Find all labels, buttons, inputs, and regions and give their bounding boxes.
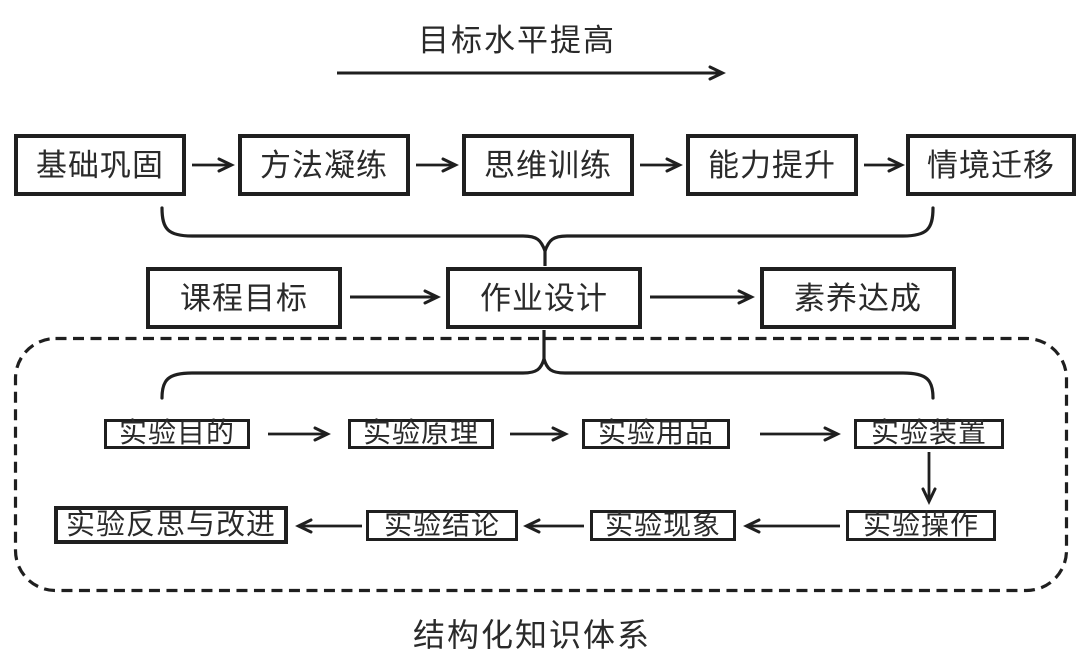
flow-box-curriculum-goal: 课程目标 <box>146 267 342 329</box>
flow-box-transfer: 情境迁移 <box>906 134 1076 196</box>
exp-box-reflection-improvement: 实验反思与改进 <box>54 506 288 544</box>
flow-box-homework-design: 作业设计 <box>446 267 642 329</box>
flow-box-thinking: 思维训练 <box>462 134 634 196</box>
exp-box-supplies: 实验用品 <box>582 419 730 449</box>
exp-box-phenomenon: 实验现象 <box>590 510 736 541</box>
experiment-container-border <box>13 336 1069 593</box>
goal-level-caption: 目标水平提高 <box>418 23 616 58</box>
flow-box-foundation: 基础巩固 <box>14 134 186 196</box>
structured-knowledge-caption: 结构化知识体系 <box>412 617 651 653</box>
exp-box-conclusion: 实验结论 <box>366 510 518 541</box>
flow-box-method: 方法凝练 <box>238 134 410 196</box>
flow-box-literacy-achievement: 素养达成 <box>760 267 956 329</box>
exp-box-purpose: 实验目的 <box>104 419 250 449</box>
distribute-bracket <box>160 353 935 400</box>
exp-box-operation: 实验操作 <box>846 510 996 541</box>
exp-box-principle: 实验原理 <box>348 419 494 449</box>
flow-box-ability: 能力提升 <box>686 134 858 196</box>
gather-brace <box>160 206 935 256</box>
exp-box-apparatus: 实验装置 <box>854 419 1004 449</box>
